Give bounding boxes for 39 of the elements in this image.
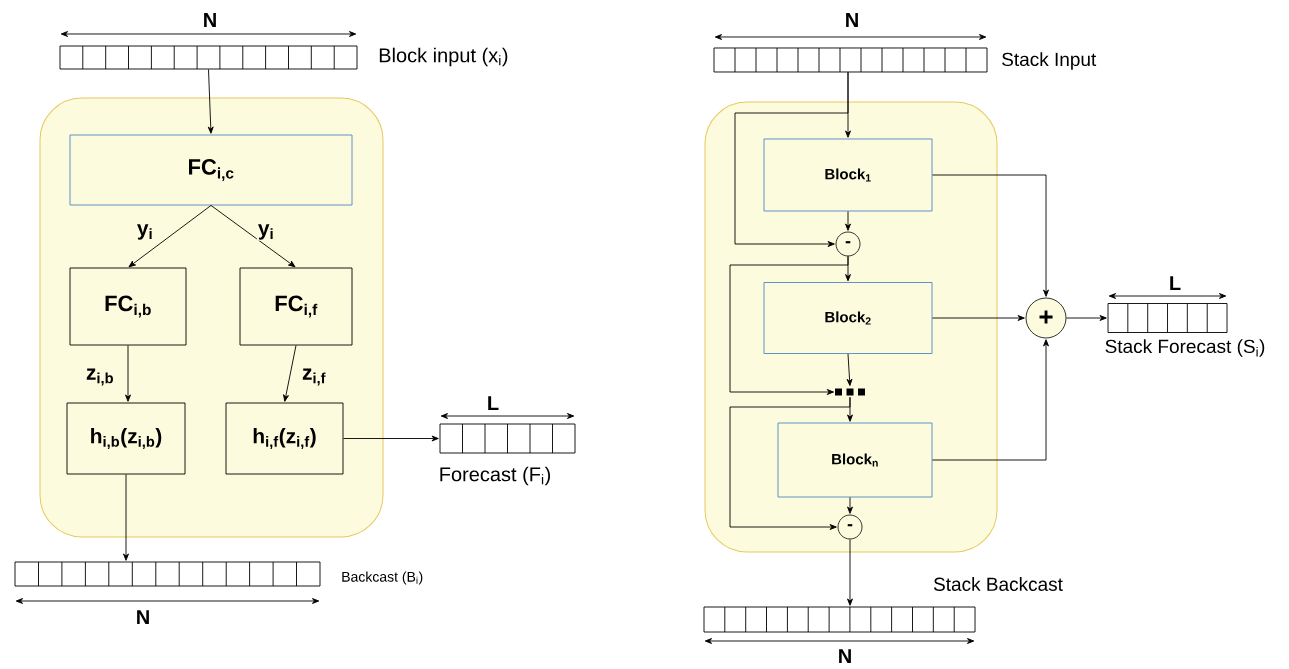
process-box: FC$_{i,c}$ xyxy=(69,134,353,206)
dimension-label: L xyxy=(1170,276,1181,290)
array-caption: Block input (x$_{i}$) xyxy=(379,47,508,67)
dimension-label: N xyxy=(846,13,858,27)
arrow xyxy=(932,174,1049,297)
arrow xyxy=(343,435,439,442)
arrow xyxy=(207,69,214,134)
arrow xyxy=(123,474,129,561)
array-caption: Backcast (B$_{i}$) xyxy=(342,571,423,585)
dimension-label: N xyxy=(137,610,149,624)
process-box: Block$_{2}$ xyxy=(763,282,933,354)
arrow xyxy=(847,497,853,514)
array-caption: Stack Input xyxy=(1002,52,1097,70)
arrow xyxy=(846,353,853,386)
arrow xyxy=(128,205,212,268)
process-box: FC$_{i,b}$ xyxy=(69,267,187,346)
arrow xyxy=(734,71,849,247)
array-caption: Stack Backcast xyxy=(933,577,1063,591)
process-box: h$_{i,b}$(z$_{i,b}$) xyxy=(66,402,186,475)
arrow xyxy=(729,255,849,395)
ellipsis-dots xyxy=(835,388,865,396)
arrow xyxy=(932,315,1025,321)
process-box: Block$_{n}$ xyxy=(777,422,933,498)
array-caption: Forecast (F$_{i}$) xyxy=(440,466,551,486)
process-box: FC$_{i,f}$ xyxy=(239,267,353,346)
arrow xyxy=(125,345,131,402)
array-caption: Stack Forecast (S$_{i}$) xyxy=(1105,339,1265,357)
arrow xyxy=(210,205,296,268)
arrow xyxy=(932,339,1049,461)
arrow xyxy=(847,538,853,606)
dimension-label: N xyxy=(204,13,216,27)
arrow xyxy=(729,396,851,530)
process-box: h$_{i,f}$(z$_{i,f}$) xyxy=(225,402,344,475)
arrow xyxy=(1065,315,1107,321)
dimension-label: N xyxy=(839,649,851,663)
arrow xyxy=(283,345,297,402)
arrow xyxy=(845,211,851,231)
dimension-label: L xyxy=(488,396,499,410)
process-box: Block$_{1}$ xyxy=(763,138,933,212)
